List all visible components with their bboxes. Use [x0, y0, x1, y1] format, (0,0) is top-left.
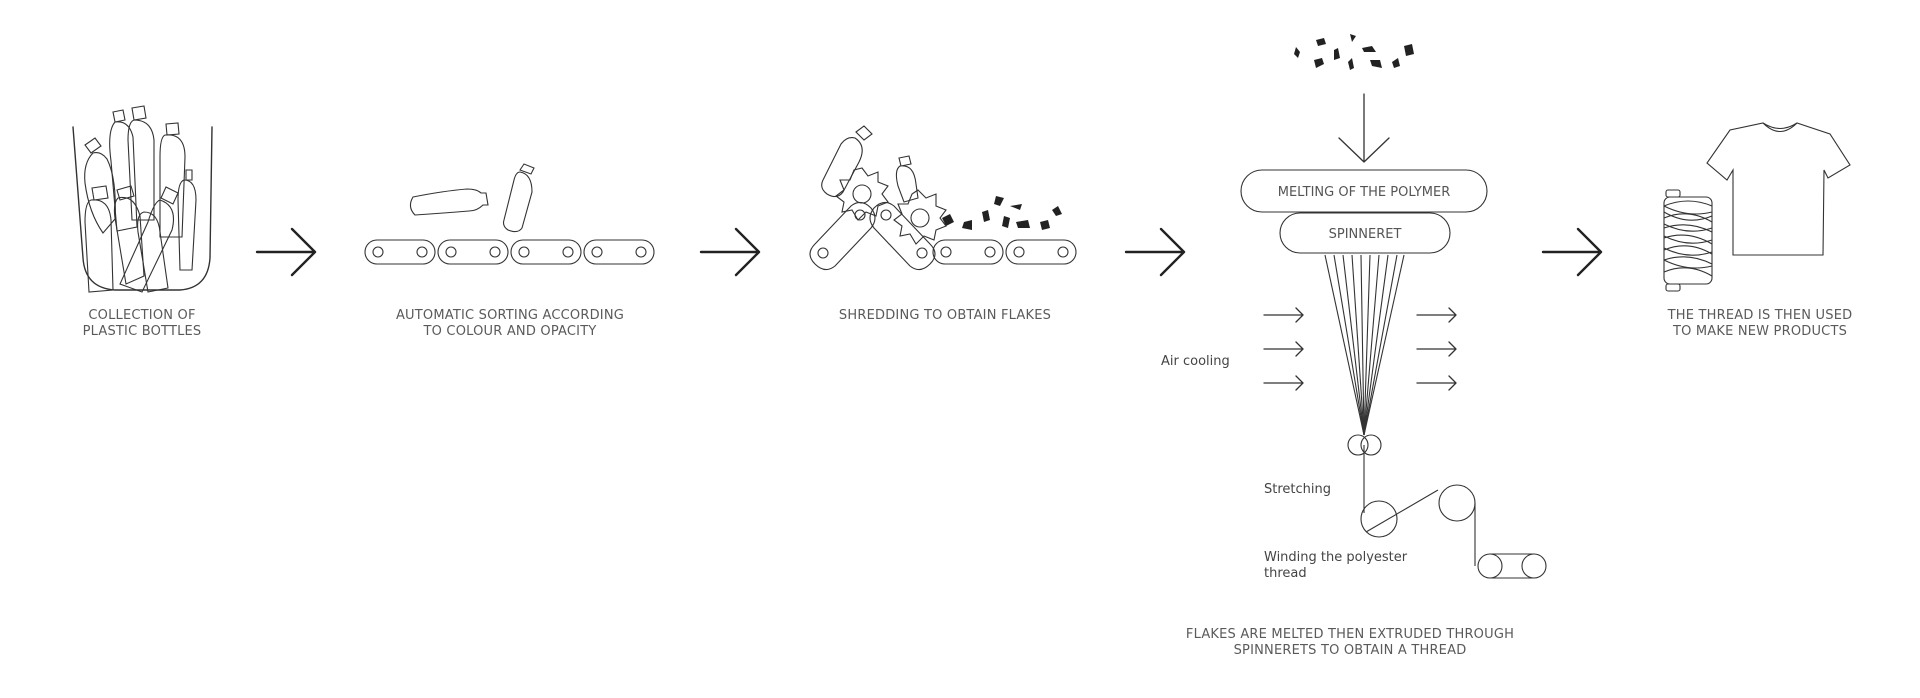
step2-caption: AUTOMATIC SORTING ACCORDING TO COLOUR AN… [345, 308, 675, 340]
caption-line: COLLECTION OF [88, 308, 196, 323]
bin-with-bottles-icon [72, 105, 213, 293]
arrow-right-icon [255, 227, 317, 277]
t-shirt-icon [1706, 122, 1851, 256]
arrow-right-icon [699, 227, 761, 277]
step5-caption: THE THREAD IS THEN USED TO MAKE NEW PROD… [1620, 308, 1900, 340]
air-flow-arrows [1263, 307, 1457, 391]
filaments [1324, 254, 1405, 436]
caption-line: AUTOMATIC SORTING ACCORDING [395, 308, 625, 323]
winding-label-line: thread [1264, 566, 1307, 581]
arrow-right-icon [1541, 227, 1603, 277]
arrow-right-icon [1124, 227, 1186, 277]
caption-line: SPINNERETS TO OBTAIN A THREAD [1233, 643, 1467, 658]
caption-line: THE THREAD IS THEN USED [1667, 308, 1853, 323]
stretching-label: Stretching [1264, 482, 1331, 497]
shredder-icon [809, 125, 1077, 271]
melting-label: MELTING OF THE POLYMER [1278, 185, 1451, 200]
winding-label: Winding the polyester thread [1264, 550, 1407, 582]
caption-line: PLASTIC BOTTLES [82, 324, 202, 339]
winding-label-line: Winding the polyester [1264, 550, 1408, 565]
caption-line: TO MAKE NEW PRODUCTS [1672, 324, 1848, 339]
caption-line: TO COLOUR AND OPACITY [423, 324, 597, 339]
caption-line: FLAKES ARE MELTED THEN EXTRUDED THROUGH [1185, 627, 1515, 642]
thread-spool-icon [1663, 189, 1713, 292]
spinning-extruder-icon: MELTING OF THE POLYMER SPINNERET [1240, 34, 1547, 579]
step1-caption: COLLECTION OF PLASTIC BOTTLES [52, 308, 232, 340]
spinneret-label: SPINNERET [1329, 227, 1402, 242]
step3-caption: SHREDDING TO OBTAIN FLAKES [780, 308, 1110, 324]
caption-line: SHREDDING TO OBTAIN FLAKES [838, 308, 1052, 323]
conveyor-sorting-icon [364, 163, 655, 265]
air-cooling-label: Air cooling [1161, 354, 1230, 369]
step4-caption: FLAKES ARE MELTED THEN EXTRUDED THROUGH … [1140, 627, 1560, 659]
